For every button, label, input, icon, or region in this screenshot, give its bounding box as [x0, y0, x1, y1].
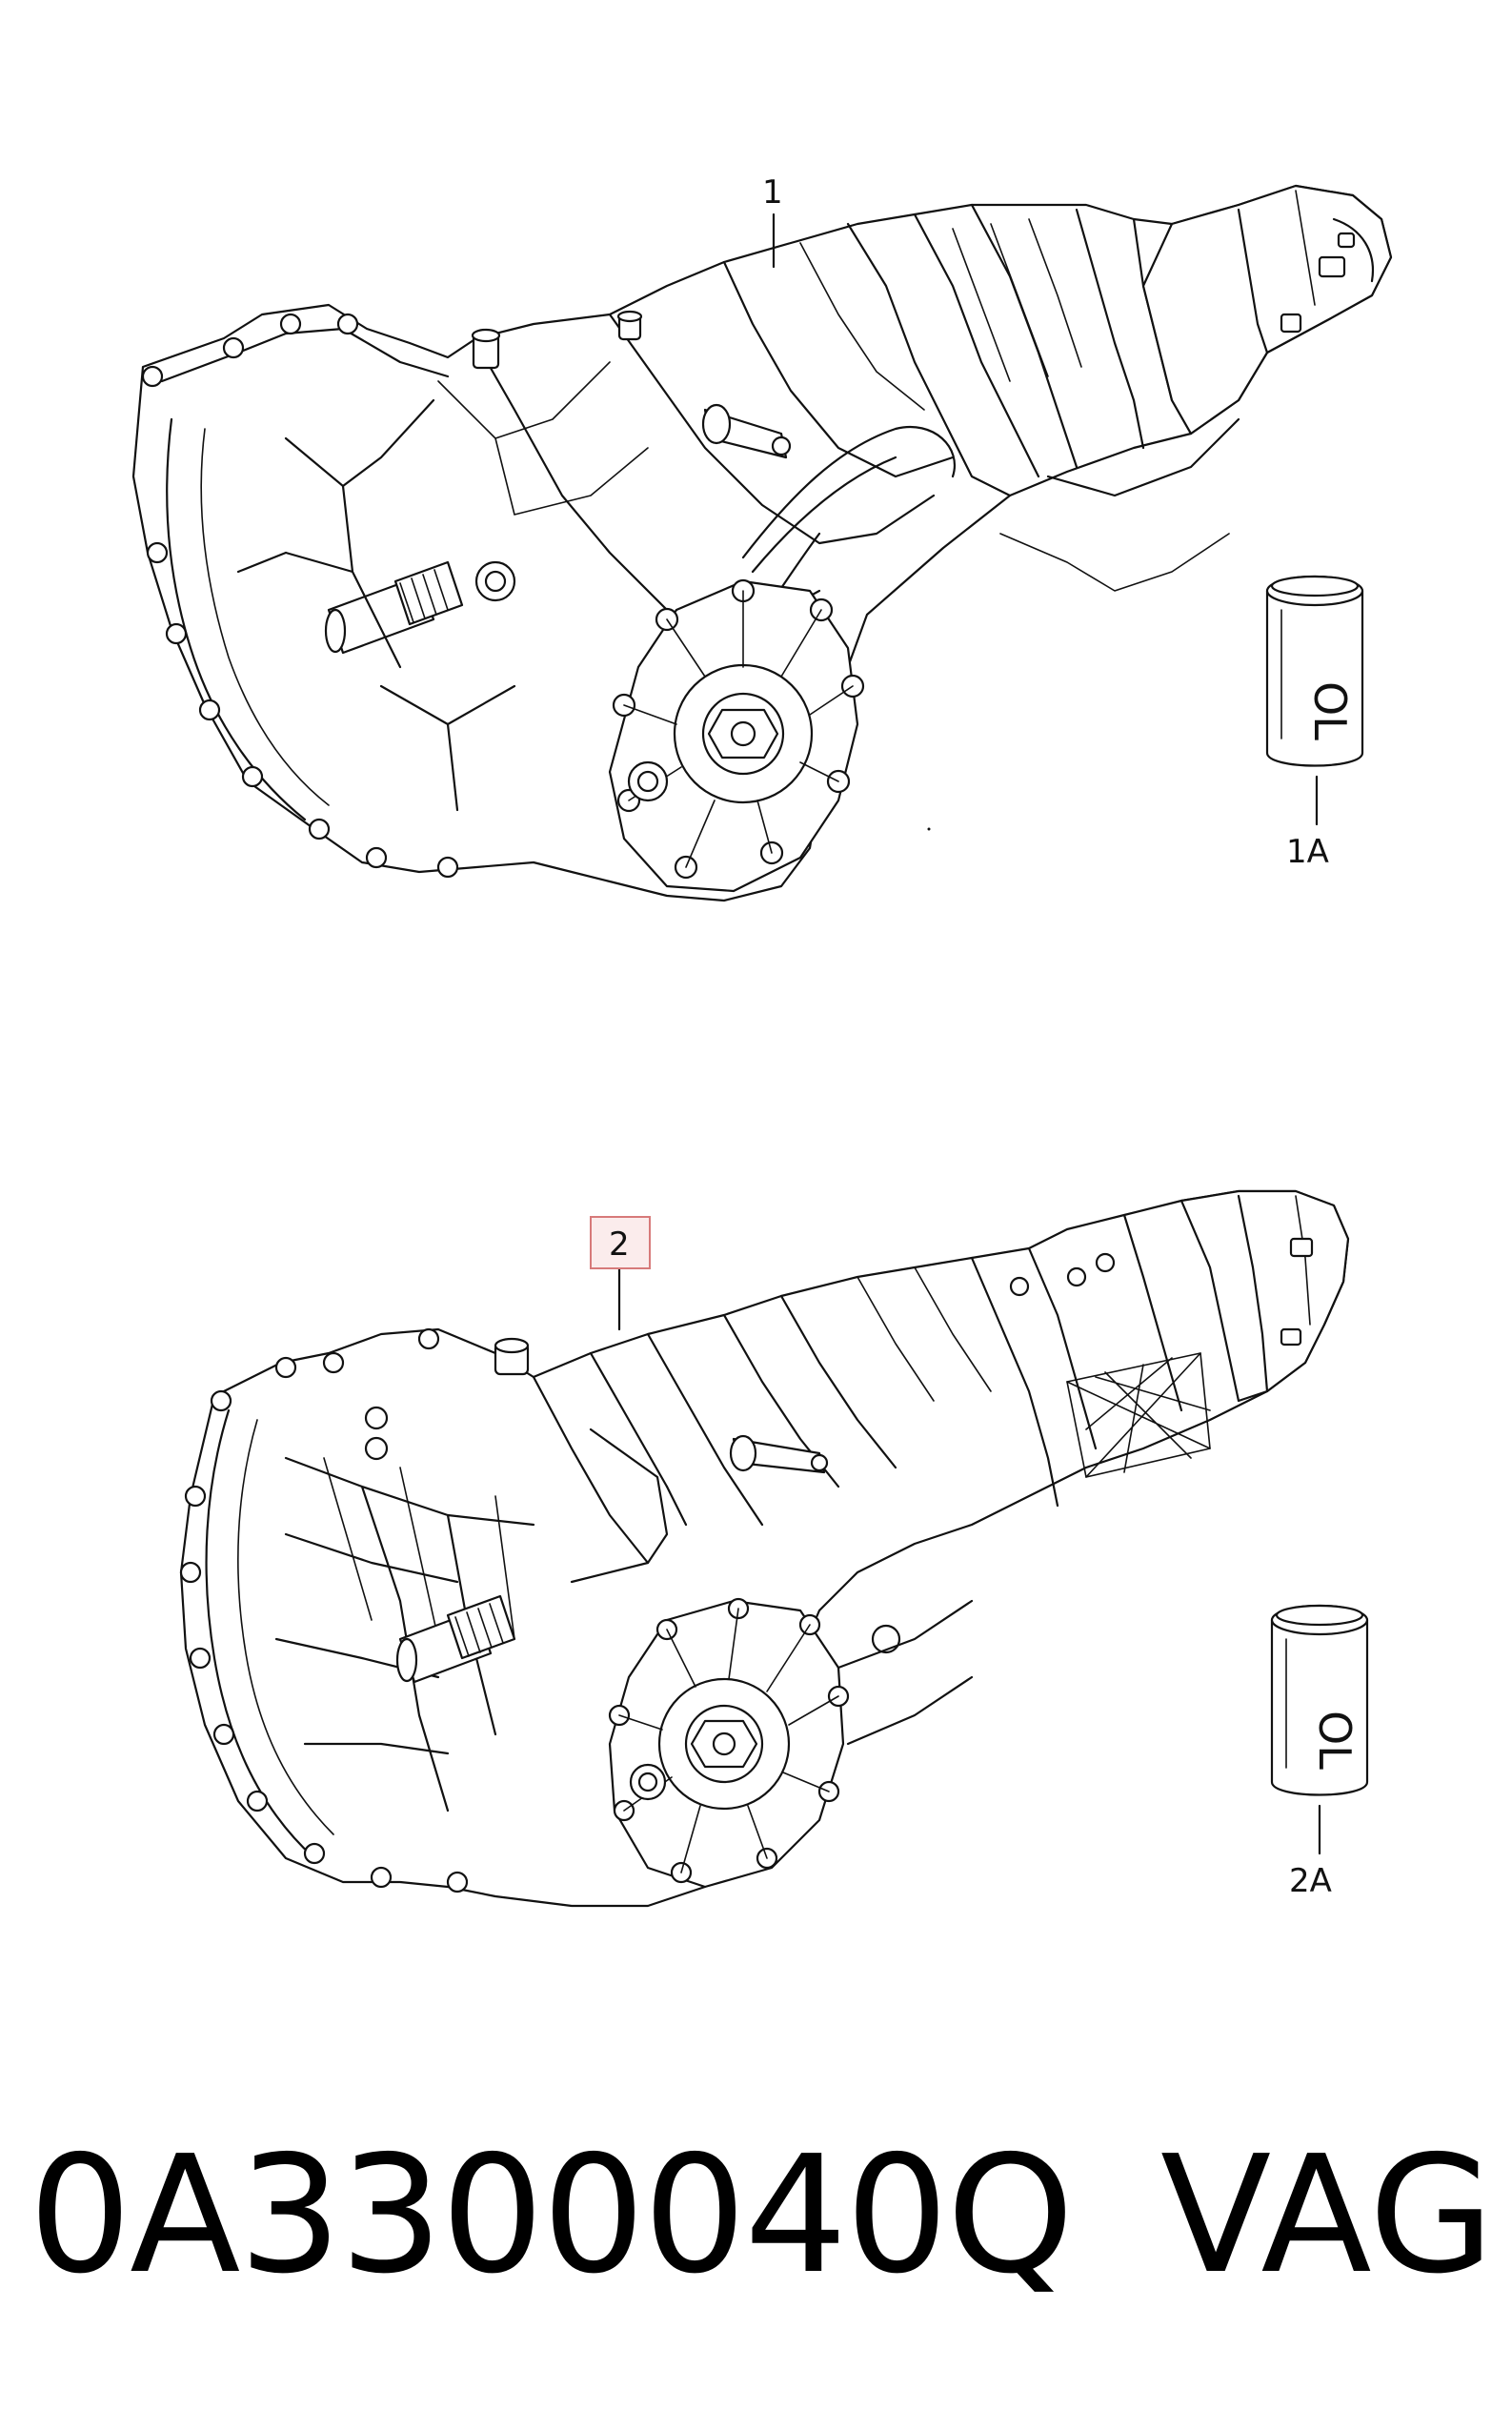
- diff-flange-2: [608, 1597, 850, 1889]
- callout-2a: 2A: [1289, 1862, 1332, 1900]
- input-shaft-2: [395, 1594, 516, 1684]
- callout-2-text: 2: [609, 1225, 630, 1264]
- vent-stud-1: [471, 310, 643, 370]
- bell-bolt-bosses: [141, 313, 459, 879]
- selector-shaft-1: [701, 403, 792, 459]
- callout-2[interactable]: 2: [590, 1216, 651, 1269]
- vent-stud-2: [494, 1337, 530, 1376]
- rear-case-lattice-2: [1066, 1352, 1211, 1478]
- selector-shaft-2: [729, 1434, 829, 1474]
- transmission-2[interactable]: [179, 1189, 1350, 1908]
- callout-1a: 1A: [1286, 833, 1329, 871]
- oil-can-2a[interactable]: OL: [1270, 1604, 1369, 1855]
- oil-can-1a[interactable]: OL: [1265, 575, 1364, 826]
- diff-flange-1: [608, 578, 865, 893]
- can-marking-1a: OL: [1304, 681, 1356, 740]
- transmission-1[interactable]: [131, 184, 1393, 902]
- callout-1: 1: [762, 173, 783, 212]
- can-marking-2a: OL: [1309, 1711, 1361, 1770]
- bell-bolt-bosses-2: [179, 1327, 469, 1893]
- brand-label: VAG: [1160, 2121, 1495, 2310]
- input-shaft-1: [324, 560, 464, 655]
- part-number: 0A3300040Q: [29, 2121, 1074, 2310]
